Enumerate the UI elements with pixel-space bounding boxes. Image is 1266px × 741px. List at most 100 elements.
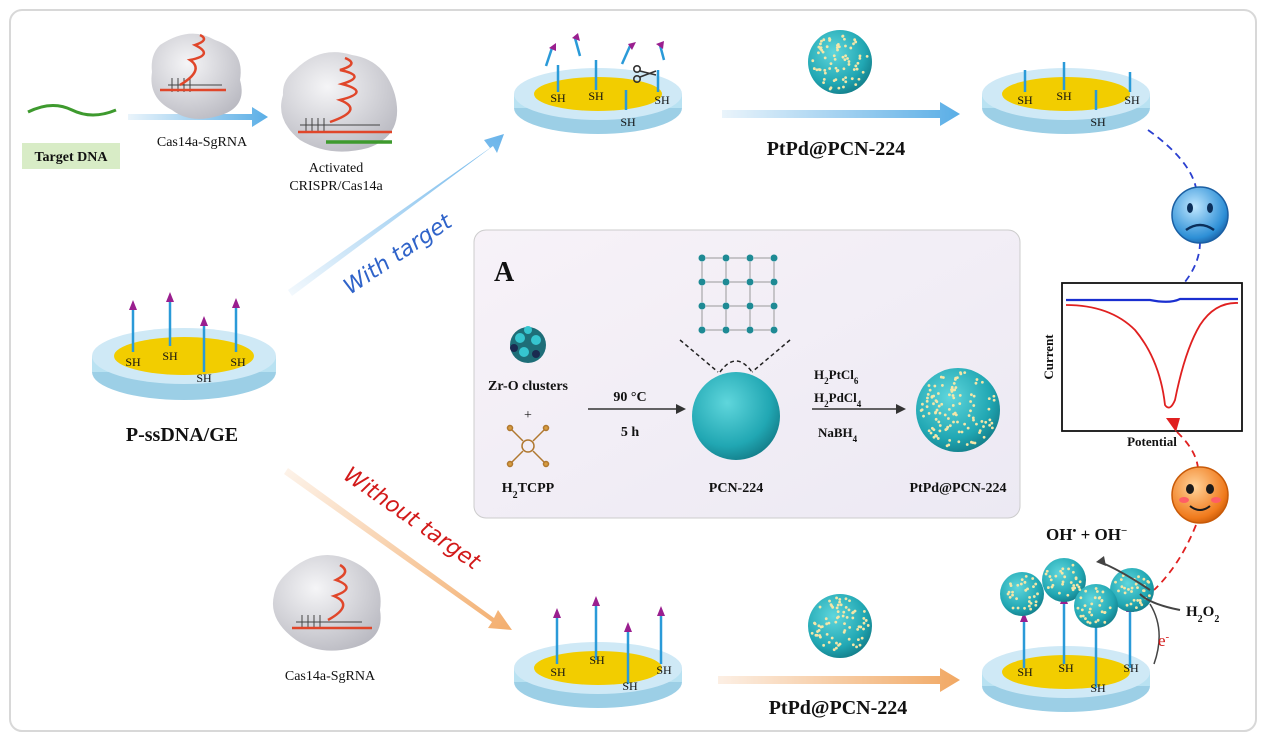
zoom-lines [679, 339, 791, 373]
ptpd-particle [938, 429, 942, 433]
ptpd-particle [990, 421, 994, 425]
lattice-node [722, 302, 730, 310]
ptpd-particle [837, 643, 840, 647]
ptpd-particle [943, 413, 947, 417]
ptpd-particle [861, 70, 865, 74]
ptpd-particle [988, 418, 992, 422]
zr-o-cluster-icon [510, 326, 546, 363]
ptpd-particle [1073, 586, 1077, 590]
temp-label: 90 °C [613, 390, 646, 405]
lattice-node [722, 278, 730, 286]
ptpd-particle [984, 420, 988, 424]
ptpd-particle [1139, 601, 1142, 605]
ptpd-particle [820, 48, 824, 52]
ptpd-particle [1108, 606, 1112, 610]
ptpd-particle [1096, 618, 1100, 622]
ptpd-particle [963, 371, 967, 375]
ptpd-particle [972, 394, 976, 398]
ptpd-particle [827, 621, 831, 625]
ptpd-particle [1094, 587, 1098, 590]
lattice-node [770, 278, 778, 286]
ptpd-particle [934, 417, 938, 421]
electron-label: e- [1158, 631, 1170, 650]
ptpd-particle [928, 388, 932, 392]
product-label: PtPd@PCN-224 [909, 481, 1006, 496]
ptpd-particle [1029, 607, 1033, 611]
ptpd-particle [1031, 577, 1035, 580]
ptpd-particle [841, 78, 845, 81]
ptpd-particle [854, 40, 858, 44]
ptpd-particle [1103, 611, 1107, 615]
sh-label: SH [550, 91, 566, 105]
ptpd-particle [1100, 599, 1104, 602]
ptpd-particle [920, 408, 924, 412]
blue-curve [1066, 297, 1238, 303]
ptpd-particle [834, 78, 838, 82]
ptpd-particle [848, 626, 852, 629]
ptpd-particle [862, 621, 866, 625]
ptpd-particle [1011, 590, 1014, 594]
ptpd-particle [1140, 603, 1144, 607]
ptpd-particle [1098, 603, 1102, 607]
ptpd-particle [823, 56, 827, 60]
ptpd-particle [819, 625, 823, 629]
ptpd-particle [939, 375, 943, 379]
ptpd-particle [1138, 598, 1142, 602]
zoom-arc [719, 360, 753, 373]
ptpd-particle [926, 392, 930, 396]
ptpd-particle [1076, 606, 1080, 610]
ptpd-particle [854, 83, 858, 87]
ptpd-particle [1084, 617, 1087, 620]
ptpd-particle [1134, 606, 1138, 610]
ptpd-particle [1123, 591, 1127, 595]
ptpd-particle [975, 378, 979, 381]
ptpd-particle [838, 598, 842, 601]
ptpd-particle [828, 67, 832, 70]
ptpd-particle [1009, 584, 1013, 587]
ptpd-particle [947, 407, 951, 411]
ptpd-particle [825, 45, 829, 49]
panel-a-letter: A [494, 257, 515, 288]
ptpd-particle [836, 48, 839, 52]
ptpd-particle [1028, 595, 1031, 599]
ptpd-particle [842, 67, 846, 71]
arrow-pcn-bottom [718, 668, 960, 692]
ptpd-particle [1016, 583, 1020, 587]
ptpd-particle [841, 614, 845, 618]
ptpd-particle [819, 46, 823, 50]
ptpd-particle [1078, 588, 1082, 591]
ptpd-particle [843, 37, 846, 41]
scissors-icon [632, 65, 657, 84]
ptpd-particle [1130, 590, 1133, 593]
ptpd-particle [1034, 582, 1038, 586]
ptpd-particle [969, 393, 973, 397]
ptpd-particle [1036, 592, 1039, 596]
time-label: 5 h [621, 425, 640, 440]
ptpd-particle [957, 440, 961, 444]
ptpd-particle [817, 628, 821, 632]
ptpd-particle [1090, 602, 1094, 606]
ptpd-particle [1061, 582, 1064, 586]
ptpd-particle [1084, 589, 1088, 593]
sh-label: SH [622, 679, 638, 693]
ptpd-particle [1045, 569, 1049, 573]
ptpd-particle [1136, 599, 1140, 602]
ptpd-particle [856, 61, 860, 65]
ptpd-particle [1088, 607, 1092, 611]
ptpd-particle [975, 422, 978, 426]
ptpd-particle [992, 398, 996, 402]
ptpd-particle [1071, 570, 1075, 574]
sh-label: SH [1090, 681, 1106, 695]
ptpd-particle [967, 414, 971, 417]
ptpd-particle [811, 59, 815, 63]
ptpd-particle [1120, 585, 1124, 589]
ptpd-particle [946, 425, 950, 429]
ptpd-particle [810, 631, 814, 635]
lattice-node [746, 254, 754, 262]
dpv-plot [1061, 282, 1243, 432]
ptpd-particle [1008, 595, 1012, 599]
red-curve [1065, 302, 1239, 409]
activated-label-line1: Activated [309, 161, 363, 176]
ptpd-particle [965, 443, 969, 446]
